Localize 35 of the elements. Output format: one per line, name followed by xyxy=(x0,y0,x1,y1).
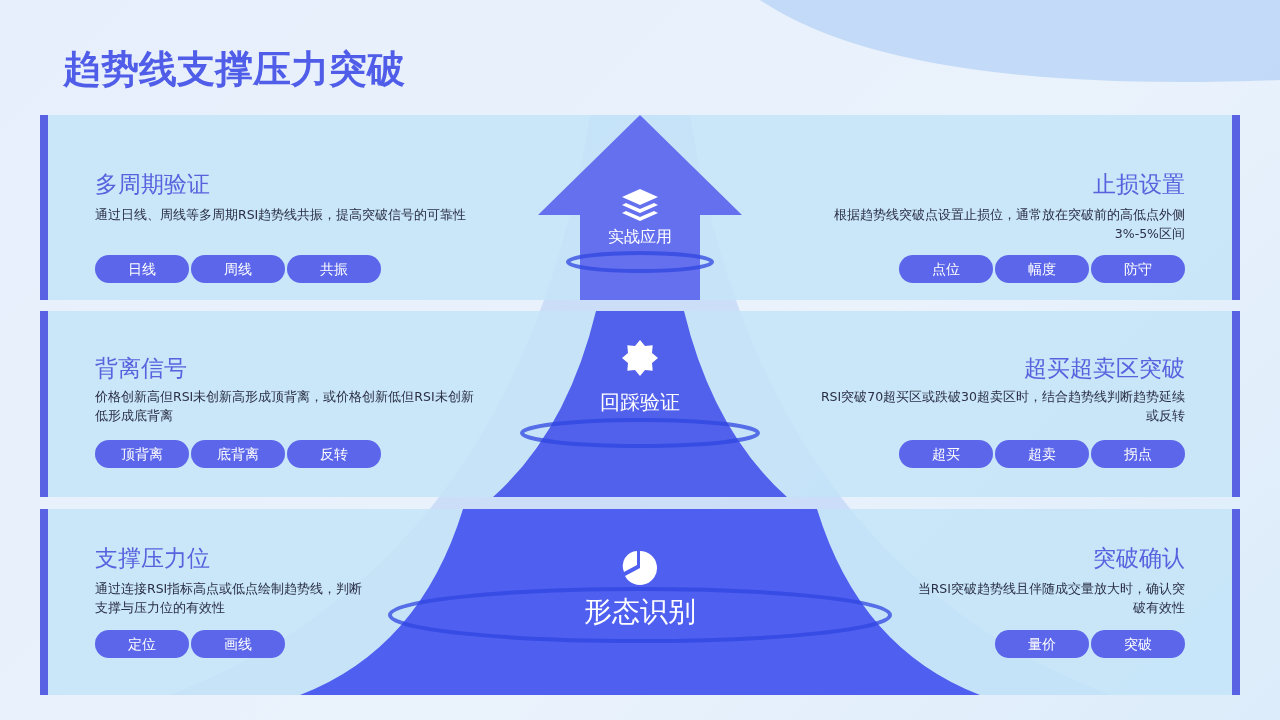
tag-pill: 顶背离 xyxy=(95,440,189,468)
tag-pill: 突破 xyxy=(1091,630,1185,658)
section-description: 当RSI突破趋势线且伴随成交量放大时，确认突破有效性 xyxy=(916,580,1185,617)
section-heading: 背离信号 xyxy=(95,354,187,383)
tag-pill: 点位 xyxy=(899,255,993,283)
tag-pill: 共振 xyxy=(287,255,381,283)
section-heading: 突破确认 xyxy=(1093,544,1185,573)
tag-pill: 周线 xyxy=(191,255,285,283)
section-description: 通过连接RSI指标高点或低点绘制趋势线，判断支撑与压力位的有效性 xyxy=(95,580,364,617)
tag-pill: 量价 xyxy=(995,630,1089,658)
section-heading: 超买超卖区突破 xyxy=(1024,354,1185,383)
band-panel xyxy=(40,509,1240,695)
section-description: 通过日线、周线等多周期RSI趋势线共振，提高突破信号的可靠性 xyxy=(95,206,468,224)
tag-pill: 反转 xyxy=(287,440,381,468)
section-heading: 止损设置 xyxy=(1093,170,1185,199)
section-description: 根据趋势线突破点设置止损位，通常放在突破前的高低点外侧3%-5%区间 xyxy=(833,206,1185,243)
section-heading: 支撑压力位 xyxy=(95,544,210,573)
section-description: 价格创新高但RSI未创新高形成顶背离，或价格创新低但RSI未创新低形成底背离 xyxy=(95,388,475,425)
tag-pill: 画线 xyxy=(191,630,285,658)
tag-pill: 幅度 xyxy=(995,255,1089,283)
pyramid-label: 回踩验证 xyxy=(600,389,680,416)
tag-pill: 超买 xyxy=(899,440,993,468)
tag-pill: 定位 xyxy=(95,630,189,658)
tag-pill: 拐点 xyxy=(1091,440,1185,468)
slide-title: 趋势线支撑压力突破 xyxy=(63,46,405,93)
tag-pill: 底背离 xyxy=(191,440,285,468)
pyramid-label: 形态识别 xyxy=(584,594,696,630)
band-panel xyxy=(40,115,1240,300)
tag-pill: 日线 xyxy=(95,255,189,283)
band-panel xyxy=(40,311,1240,497)
section-description: RSI突破70超买区或跌破30超卖区时，结合趋势线判断趋势延续或反转 xyxy=(819,388,1185,425)
tag-pill: 防守 xyxy=(1091,255,1185,283)
tag-pill: 超卖 xyxy=(995,440,1089,468)
pyramid-label: 实战应用 xyxy=(608,227,672,248)
section-heading: 多周期验证 xyxy=(95,170,210,199)
